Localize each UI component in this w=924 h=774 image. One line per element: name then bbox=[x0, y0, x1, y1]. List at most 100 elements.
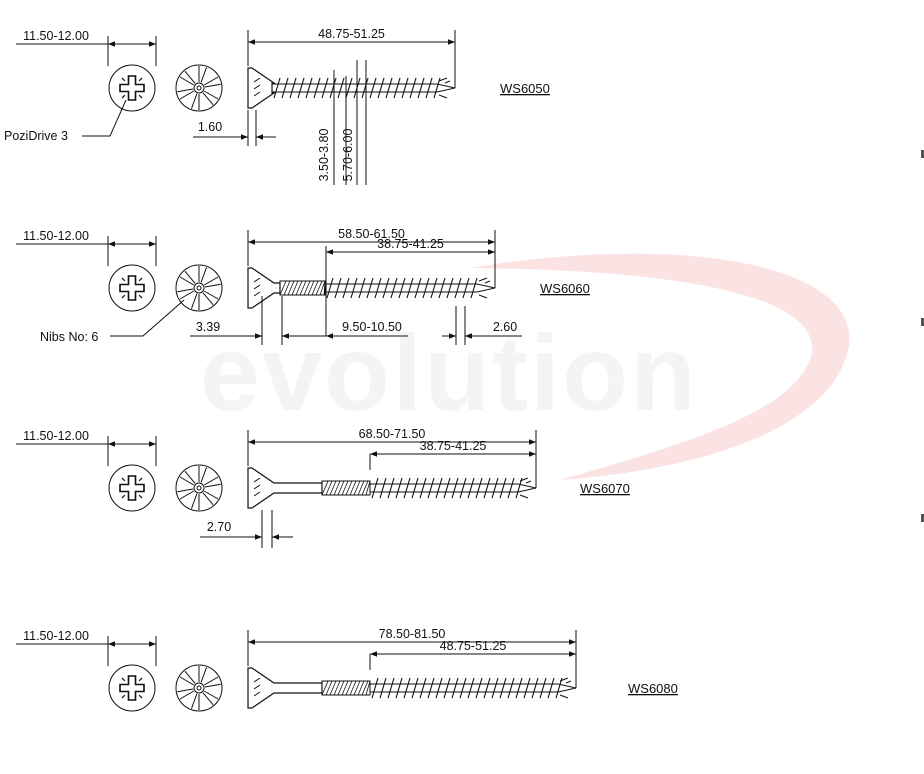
tick-mark bbox=[138, 294, 143, 299]
underside-circle bbox=[175, 464, 223, 512]
thread-crest bbox=[438, 277, 446, 299]
knurl-hatch bbox=[321, 680, 329, 696]
thread-crest bbox=[385, 77, 393, 99]
knurl-hatch bbox=[307, 280, 315, 296]
nib-rib bbox=[177, 688, 195, 700]
knurl-section bbox=[279, 280, 326, 296]
thread-length-4: 48.75-51.25 bbox=[440, 639, 507, 653]
screw-code: WS6050 bbox=[500, 81, 550, 96]
nibs-leader bbox=[110, 299, 185, 337]
screw-code: WS6060 bbox=[540, 281, 590, 296]
screw-thread bbox=[325, 277, 496, 299]
thread-crest bbox=[350, 277, 358, 299]
head-dim-label: 3.39 bbox=[196, 320, 220, 334]
knurl-hatch bbox=[319, 280, 326, 296]
nib-rib bbox=[190, 93, 200, 110]
screw-thread bbox=[370, 677, 577, 699]
tick-mark bbox=[138, 277, 143, 282]
thread-crest bbox=[382, 277, 390, 299]
thread-crest bbox=[539, 677, 547, 699]
thread-crest bbox=[483, 677, 491, 699]
pozidrive-icon bbox=[119, 675, 145, 701]
edge-mark bbox=[921, 150, 924, 158]
cross-recess bbox=[119, 75, 145, 101]
knurl-outline bbox=[279, 280, 326, 296]
thread-crest bbox=[387, 477, 395, 499]
thread-crest bbox=[507, 477, 515, 499]
nib-rib bbox=[190, 693, 200, 710]
knurl-hatch bbox=[365, 480, 371, 496]
knurl-hatch bbox=[295, 280, 303, 296]
knurl-hatch bbox=[321, 480, 329, 496]
nibs-icon bbox=[177, 466, 221, 510]
center-dot bbox=[196, 285, 202, 291]
nibs-icon bbox=[177, 266, 221, 310]
knurl-hatch bbox=[357, 680, 365, 696]
thread-crest bbox=[337, 77, 345, 99]
tick-mark bbox=[121, 294, 126, 299]
thread-crest bbox=[366, 277, 374, 299]
knurl-hatch bbox=[325, 480, 333, 496]
thread-crest bbox=[523, 677, 531, 699]
thread-crest bbox=[289, 77, 297, 99]
nib-rib bbox=[202, 490, 219, 506]
thread-crest bbox=[390, 277, 398, 299]
thread-crest bbox=[379, 677, 387, 699]
thread-crest bbox=[443, 477, 451, 499]
knurl-hatch bbox=[361, 680, 369, 696]
nib-rib bbox=[177, 288, 195, 300]
head-ribs bbox=[253, 277, 261, 297]
thread-crest bbox=[326, 277, 334, 299]
thread-crest bbox=[427, 677, 435, 699]
cross-recess bbox=[119, 275, 145, 301]
thread-crest bbox=[297, 77, 305, 99]
knurl-hatch bbox=[349, 480, 357, 496]
nibs-icon bbox=[177, 66, 221, 110]
thread-crest bbox=[470, 277, 478, 299]
thread-crest bbox=[342, 277, 350, 299]
nib-rib bbox=[203, 476, 221, 488]
drive-callout: PoziDrive 3 bbox=[4, 129, 68, 143]
knurl-hatch bbox=[323, 280, 326, 296]
thread-crest bbox=[395, 677, 403, 699]
thread-core bbox=[370, 683, 577, 693]
center-ring bbox=[193, 682, 205, 694]
head-diameter-label: 11.50-12.00 bbox=[23, 429, 89, 443]
thread-crest bbox=[499, 677, 507, 699]
nib-rib bbox=[198, 66, 208, 83]
tick-mark bbox=[138, 94, 143, 99]
nib-rib bbox=[179, 670, 196, 686]
shank-dim-label: 2.70 bbox=[207, 520, 231, 534]
overall-length: 58.50-61.50 bbox=[338, 227, 405, 241]
thread-diameter-label: 5.70-6.00 bbox=[341, 129, 355, 182]
underside-circle bbox=[175, 64, 223, 112]
tip-cut bbox=[559, 677, 572, 699]
thread-crest bbox=[454, 277, 462, 299]
center-ring bbox=[193, 82, 205, 94]
nib-rib bbox=[203, 76, 221, 88]
center-dot bbox=[196, 685, 202, 691]
thread-crest bbox=[377, 77, 385, 99]
knurl-section bbox=[321, 680, 371, 696]
nib-rib bbox=[203, 276, 221, 288]
thread-crest bbox=[446, 277, 454, 299]
knurl-hatch bbox=[353, 680, 361, 696]
thread-crest bbox=[430, 277, 438, 299]
knurl-hatch bbox=[279, 280, 287, 296]
thread-crest bbox=[411, 477, 419, 499]
nib-rib bbox=[190, 293, 200, 310]
underside-circle bbox=[175, 664, 223, 712]
thread-crest bbox=[547, 677, 555, 699]
thread-crest bbox=[371, 677, 379, 699]
nibs-callout: Nibs No: 6 bbox=[40, 330, 98, 344]
thread-crest bbox=[427, 477, 435, 499]
knurl-hatch bbox=[341, 680, 349, 696]
knurl-hatch bbox=[291, 280, 299, 296]
thread-crest bbox=[403, 677, 411, 699]
knurl-hatch bbox=[341, 480, 349, 496]
thread-crest bbox=[419, 477, 427, 499]
center-ring bbox=[193, 282, 205, 294]
thread-crest bbox=[369, 77, 377, 99]
thread-crest bbox=[321, 77, 329, 99]
